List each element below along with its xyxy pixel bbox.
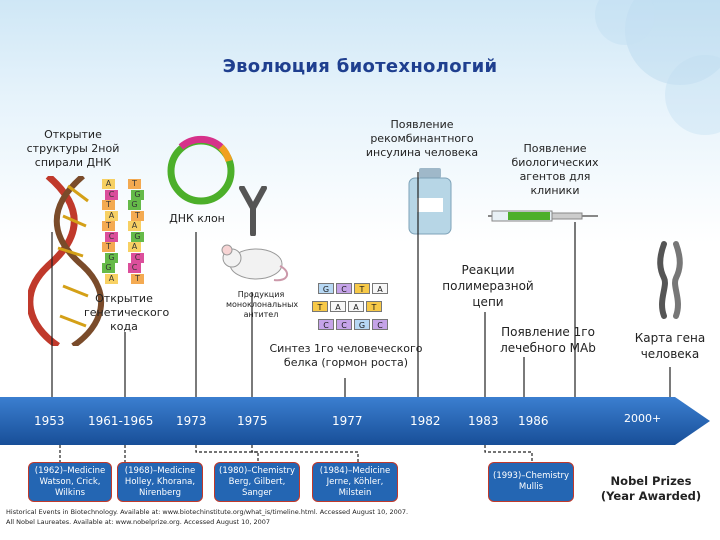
dna-base: T xyxy=(102,242,115,252)
year-1983: 1983 xyxy=(468,414,499,428)
year-2000-plus: 2000+ xyxy=(624,412,662,425)
sequence-base: A xyxy=(330,301,346,312)
dna-base: C xyxy=(105,231,118,242)
chromosome-icon xyxy=(657,241,683,319)
dna-base: G xyxy=(102,263,115,273)
mouse-icon xyxy=(221,244,289,282)
syringe-icon xyxy=(488,210,598,222)
sequence-base: C xyxy=(336,319,352,330)
dna-helix-icon xyxy=(28,176,104,346)
year-1961-1965: 1961-1965 xyxy=(88,414,154,428)
year-1973: 1973 xyxy=(176,414,207,428)
plasmid-icon xyxy=(167,135,235,205)
year-1977: 1977 xyxy=(332,414,363,428)
nobel-box-1968: (1968)–Medicine Holley, Khorana, Nirenbe… xyxy=(117,462,203,502)
sequence-base: A xyxy=(348,301,364,312)
footer-line-2: All Nobel Laureates. Available at: www.n… xyxy=(6,518,271,526)
sequence-base: G xyxy=(354,319,370,330)
year-1982: 1982 xyxy=(410,414,441,428)
label-dna-clone: ДНК клон xyxy=(169,212,225,225)
dna-base: A xyxy=(128,221,141,231)
dna-base: A xyxy=(105,273,118,284)
dna-base: G xyxy=(105,252,118,263)
label-monoclonal: Продукция моноклональных антител xyxy=(226,290,299,319)
dna-base: T xyxy=(128,179,141,189)
sequence-base: T xyxy=(312,301,328,312)
dna-base: G xyxy=(131,189,144,200)
dna-base: T xyxy=(102,221,115,231)
nobel-legend: Nobel Prizes (Year Awarded) xyxy=(600,474,702,503)
dna-base: A xyxy=(102,179,115,189)
corner-decoration xyxy=(595,0,720,135)
dna-base: T xyxy=(102,200,115,210)
dna-base: G xyxy=(131,231,144,242)
label-pcr: Реакции полимеразной цепи xyxy=(442,263,534,309)
label-genetic-code: Открытие генетического кода xyxy=(84,292,170,333)
dna-base: A xyxy=(128,242,141,252)
nobel-box-1980: (1980)–Chemistry Berg, Gilbert, Sanger xyxy=(214,462,300,502)
sequence-base: T xyxy=(366,301,382,312)
footer-citations: Historical Events in Biotechnology. Avai… xyxy=(6,507,408,527)
sequence-base: T xyxy=(354,283,370,294)
nobel-box-1984: (1984)–Medicine Jerne, Köhler, Milstein xyxy=(312,462,398,502)
sequence-base: G xyxy=(318,283,334,294)
dna-base: A xyxy=(105,210,118,221)
sequence-base: A xyxy=(372,283,388,294)
dna-base: T xyxy=(131,273,144,284)
year-1975: 1975 xyxy=(237,414,268,428)
dna-base: G xyxy=(128,200,141,210)
dna-base: T xyxy=(131,210,144,221)
slide-title: Эволюция биотехнологий xyxy=(222,56,498,77)
sequence-base: C xyxy=(372,319,388,330)
label-bio-agents: Появление биологических агентов для клин… xyxy=(511,142,599,197)
label-insulin: Появление рекомбинантного инсулина челов… xyxy=(365,118,479,159)
label-protein-synthesis: Синтез 1го человеческого белка (гормон р… xyxy=(269,342,423,369)
sequence-base: C xyxy=(318,319,334,330)
nobel-box-1962: (1962)–Medicine Watson, Crick, Wilkins xyxy=(28,462,112,502)
footer-line-1: Historical Events in Biotechnology. Avai… xyxy=(6,508,409,516)
dna-base: C xyxy=(128,263,141,273)
nobel-box-1993: (1993)–Chemistry Mullis xyxy=(488,462,574,502)
year-1986: 1986 xyxy=(518,414,549,428)
year-1953: 1953 xyxy=(34,414,65,428)
label-dna-structure: Открытие структуры 2ной спирали ДНК xyxy=(26,128,120,169)
sequence-base: C xyxy=(336,283,352,294)
label-first-mab: Появление 1го лечебного MAb xyxy=(500,325,596,355)
insulin-vial-icon xyxy=(408,168,452,235)
label-gene-map: Карта гена человека xyxy=(634,331,706,361)
dna-base: C xyxy=(105,189,118,200)
antibody-icon xyxy=(239,186,267,236)
dna-base: C xyxy=(131,252,144,263)
